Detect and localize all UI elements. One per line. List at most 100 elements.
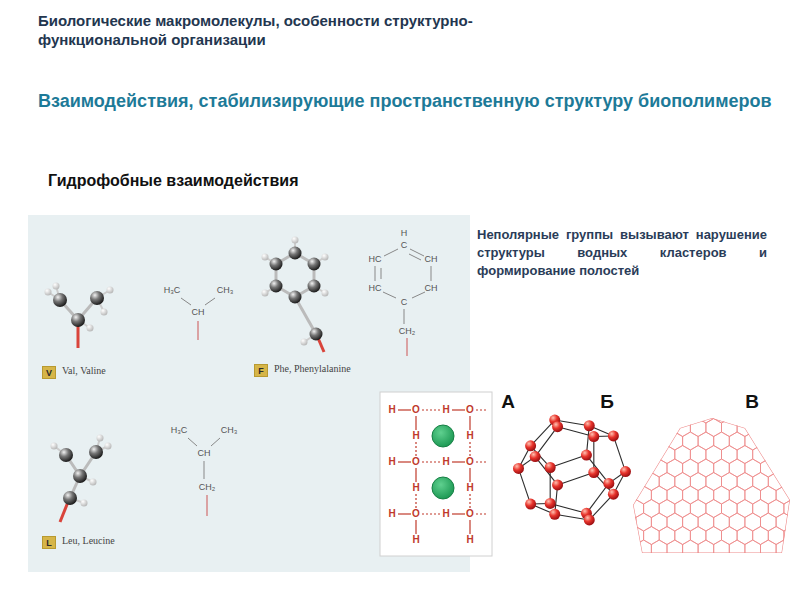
lattice-atom-box: H: [412, 431, 419, 441]
clathrate-cell: [722, 554, 738, 572]
hydrogen-bond: [586, 483, 608, 513]
lattice-frame: [380, 392, 492, 556]
badge-letter: L: [46, 539, 52, 548]
clathrate-cell: [761, 432, 777, 450]
clathrate-cell: [651, 405, 667, 423]
bond-line: [476, 409, 487, 410]
bond-line: [469, 520, 470, 534]
clathrate-cell: [644, 554, 660, 572]
lattice-atom: H: [388, 509, 395, 519]
clathrate-cell: [620, 459, 636, 477]
bond-line: [398, 513, 411, 514]
clathrate-cell: [753, 419, 769, 437]
bond-line: [469, 442, 470, 456]
clathrate-cell: [636, 432, 652, 450]
amino-acid-name: Val, Valine: [62, 365, 106, 376]
lattice-atom: O: [412, 509, 420, 519]
clathrate-cell: [768, 419, 784, 437]
clathrate-cell: [620, 486, 636, 504]
bond-line: [452, 513, 465, 514]
formula-group: HC: [369, 255, 382, 264]
hydrogen-bond: [535, 427, 557, 457]
formula-group-box: H₃C: [164, 286, 181, 295]
lattice-atom: H: [442, 405, 449, 415]
clathrate-cell: [667, 540, 683, 558]
bond-line: [398, 461, 411, 462]
lattice-atom: H: [442, 457, 449, 467]
water-molecule: [608, 489, 619, 500]
lattice-atom: H: [412, 431, 419, 441]
formula-group: CH₃: [217, 286, 234, 295]
lattice-atom-box: O: [466, 405, 474, 415]
clathrate-framework: [620, 405, 799, 572]
clathrate-cell: [753, 554, 769, 572]
clathrate-cell: [729, 405, 745, 423]
clathrate-cell: [729, 540, 745, 558]
bond-line: [469, 416, 470, 430]
formula-group-box: CH: [192, 308, 205, 317]
bond-line: [415, 468, 416, 482]
formula-group: CH: [192, 308, 205, 317]
water-molecule: [584, 420, 595, 431]
formula-atom: C: [401, 241, 408, 250]
formula-group-box: CH₂: [399, 327, 416, 336]
phenylalanine-bonds: [375, 249, 431, 356]
topic-heading: Гидрофобные взаимодействия: [48, 172, 298, 190]
clathrate-cell: [784, 527, 800, 545]
clathrate-cell: [761, 405, 777, 423]
nonpolar-molecule: [432, 425, 454, 447]
lattice-atom-box: H: [412, 535, 419, 545]
lattice-atom-box: H: [466, 483, 473, 493]
water-molecule: [552, 479, 563, 490]
lattice-atom-box: H: [466, 431, 473, 441]
lattice-atom-box: H: [466, 535, 473, 545]
bond-line: [422, 461, 440, 462]
slide-title-box: Биологические макромолекулы, особенности…: [38, 12, 488, 50]
clathrate-cell: [768, 446, 784, 464]
formula-group: H₃C: [164, 286, 181, 295]
bond-line: [422, 513, 440, 514]
water-molecule: [603, 478, 614, 489]
water-lattice-bonds: [398, 410, 487, 534]
bond-line: [422, 409, 440, 410]
clathrate-cell: [636, 540, 652, 558]
amino-acid-name-box: Leu, Leucine: [62, 535, 115, 546]
formula-group: CH₂: [399, 327, 416, 336]
lattice-atom: O: [412, 457, 420, 467]
water-cage: [513, 415, 631, 526]
bond-line: [469, 494, 470, 508]
formula-group: CH: [198, 449, 211, 458]
panel-letter: А: [501, 392, 515, 411]
clathrate-cell: [644, 446, 660, 464]
badge-letter: F: [258, 367, 264, 376]
clathrate-cell: [644, 419, 660, 437]
lattice-atom-box: H: [442, 405, 449, 415]
lattice-atom-box: O: [412, 457, 420, 467]
section-heading-box: Взаимодействия, стабилизирующие простран…: [38, 90, 786, 113]
clathrate-cell: [620, 540, 636, 558]
formula-atom-box: H: [401, 229, 408, 238]
formula-group-box: CH₂: [199, 483, 216, 492]
section-heading: Взаимодействия, стабилизирующие простран…: [38, 90, 772, 113]
clathrate-cell: [745, 540, 761, 558]
panel-letter: Б: [600, 392, 614, 411]
hydrogen-bond: [550, 455, 586, 467]
formula-group: CH₂: [199, 483, 216, 492]
formula-group-box: HC: [369, 255, 382, 264]
amino-acid-name-box: Phe, Phenylalanine: [274, 363, 351, 374]
amino-acid-name: Leu, Leucine: [62, 535, 115, 546]
phenylalanine-model: [262, 237, 329, 353]
water-molecule: [525, 499, 536, 510]
explanation-text: Неполярные группы вызывают нарушение стр…: [477, 226, 767, 281]
lattice-atom-box: O: [412, 405, 420, 415]
clathrate-cell: [620, 405, 636, 423]
clathrate-cell: [784, 473, 800, 491]
clathrate-cell: [636, 405, 652, 423]
formula-group-box: CH: [425, 284, 438, 293]
bond-line: [476, 513, 487, 514]
lattice-atom: O: [466, 457, 474, 467]
lattice-atom: H: [466, 483, 473, 493]
clathrate-outline: [633, 418, 790, 553]
formula-group-box: CH: [198, 449, 211, 458]
